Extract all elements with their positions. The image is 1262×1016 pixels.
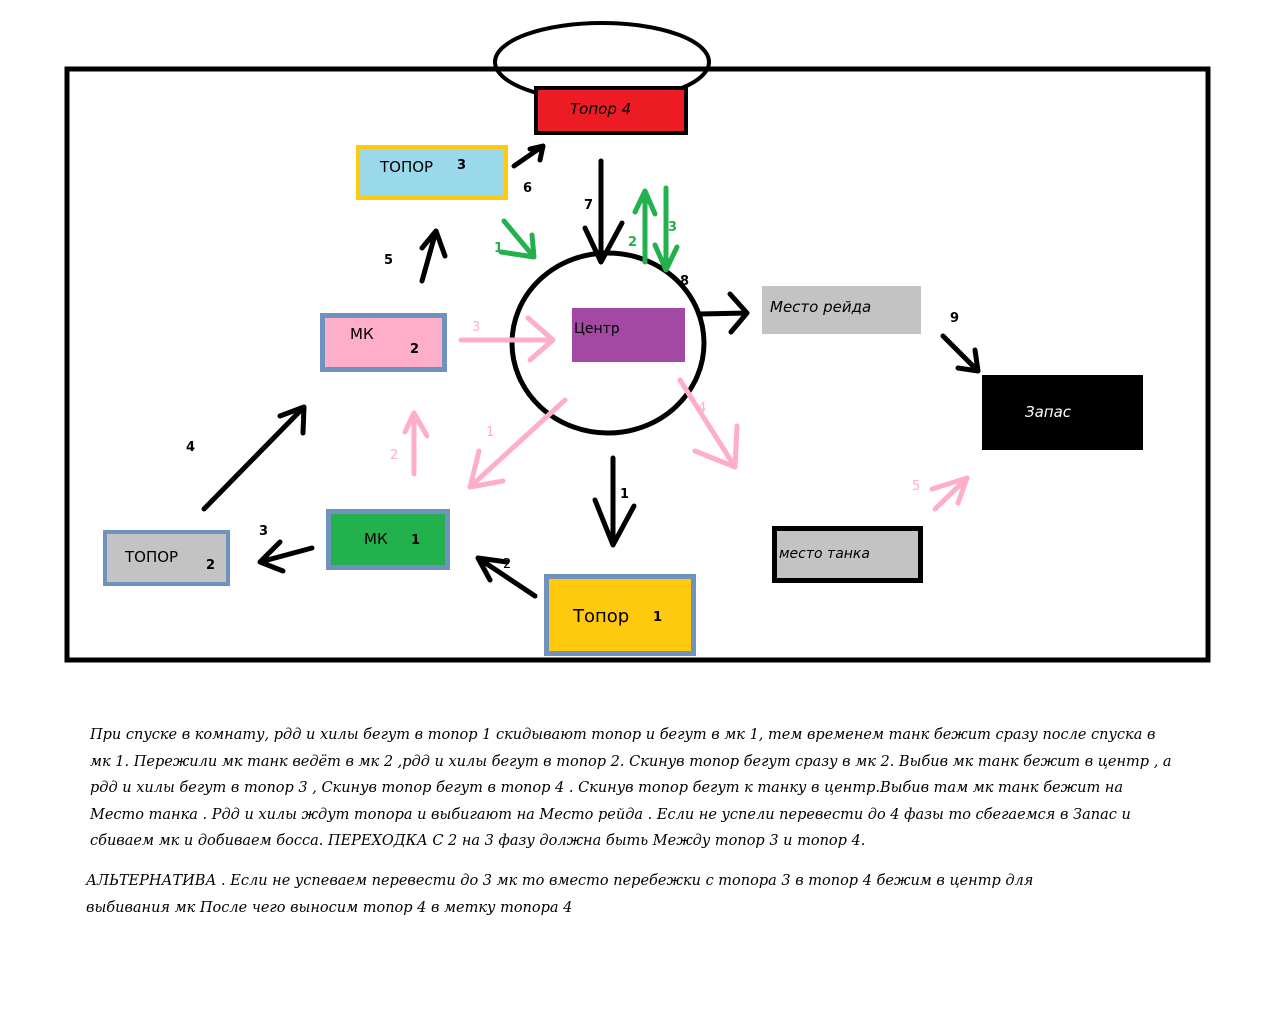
node-axe-3: ТОПОР 3 <box>356 145 508 200</box>
node-tank-spot: место танка <box>772 526 923 583</box>
node-center: Центр <box>572 308 685 362</box>
arrow-green-2 <box>632 188 658 265</box>
arrow-black-7 <box>582 158 625 265</box>
arrow-pink-5 <box>929 475 970 512</box>
arrow-label-black-1: 1 <box>620 487 630 502</box>
alternative-line: выбивания мк После чего выносим топор 4 … <box>86 900 573 916</box>
node-reserve-label: Запас <box>1025 403 1072 421</box>
arrow-pink-4 <box>677 377 740 470</box>
raid-diagram: Топор 4 ТОПОР 3 МК 2 Центр Место рейда З… <box>64 21 1211 663</box>
node-mk-1-label: МК <box>364 530 388 548</box>
arrow-label-black-8: 8 <box>680 274 690 289</box>
arrow-black-5 <box>419 228 448 284</box>
arrow-label-green-2: 2 <box>628 235 638 250</box>
alternative-line: АЛЬТЕРНАТИВА . Если не успеваем перевест… <box>86 873 1034 889</box>
alternative-notes: АЛЬТЕРНАТИВА . Если не успеваем перевест… <box>86 868 1086 922</box>
arrow-label-pink-5: 5 <box>912 479 921 494</box>
arrow-label-black-9: 9 <box>950 311 960 326</box>
node-mk-2-number: 2 <box>410 342 420 357</box>
arrow-black-9 <box>940 333 981 374</box>
node-axe-1-label: Топор <box>573 606 630 627</box>
notes-line: сбиваем мк и добиваем босса. ПЕРЕХОДКА С… <box>90 833 866 849</box>
arrow-green-1 <box>498 218 537 260</box>
room-border <box>64 66 1211 663</box>
arrow-label-pink-3: 3 <box>472 320 481 335</box>
arrow-black-6 <box>511 143 546 169</box>
arrow-black-4 <box>201 404 307 512</box>
arrow-green-3 <box>652 185 680 273</box>
arrow-black-1 <box>592 455 637 548</box>
notes-line: Место танка . Рдд и хилы ждут топора и в… <box>90 806 1131 823</box>
arrow-label-black-4: 4 <box>186 440 196 455</box>
node-reserve: Запас <box>982 375 1143 450</box>
node-raid-spot-label: Место рейда <box>770 298 872 316</box>
arrow-label-black-5: 5 <box>384 253 394 268</box>
arrow-label-black-2: 2 <box>503 557 512 572</box>
node-center-label: Центр <box>574 321 620 337</box>
notes-line: рдд и хилы бегут в топор 3 , Скинув топо… <box>90 780 1124 796</box>
node-mk-2: МК 2 <box>320 313 447 372</box>
arrow-label-black-7: 7 <box>584 198 594 213</box>
notes-line: мк 1. Пережили мк танк ведёт в мк 2 ,рдд… <box>90 753 1172 770</box>
arrow-label-pink-1: 1 <box>486 425 495 440</box>
node-axe-2-number: 2 <box>206 558 216 573</box>
node-tank-spot-label: место танка <box>779 546 870 562</box>
node-axe-1: Топор 1 <box>544 574 696 656</box>
arrow-pink-2 <box>402 410 430 477</box>
node-mk-1: МК 1 <box>326 509 450 570</box>
arrow-label-black-3: 3 <box>259 524 269 539</box>
arrow-black-8 <box>697 291 750 335</box>
arrow-label-green-3: 3 <box>668 220 678 235</box>
node-axe-3-label: ТОПОР <box>380 158 434 176</box>
arrow-black-3 <box>257 539 315 574</box>
node-axe-3-number: 3 <box>457 158 467 173</box>
arrow-label-green-1: 1 <box>494 241 504 256</box>
arrow-label-pink-2: 2 <box>390 448 399 463</box>
node-raid-spot: Место рейда <box>762 286 921 334</box>
arrow-label-black-6: 6 <box>523 181 533 196</box>
arrow-pink-3 <box>458 315 556 363</box>
node-mk-1-number: 1 <box>411 533 421 548</box>
node-axe-1-number: 1 <box>653 610 663 625</box>
arrow-black-2 <box>475 555 538 599</box>
node-mk-2-label: МК <box>350 325 374 343</box>
arrow-pink-1 <box>467 397 568 490</box>
diagram-canvas <box>64 21 1211 663</box>
notes-line: При спуске в комнату, рдд и хилы бегут в… <box>90 727 1156 743</box>
arrow-label-pink-4: 4 <box>698 401 707 416</box>
node-axe-4: Топор 4 <box>534 86 688 135</box>
node-axe-4-label: Топор 4 <box>570 100 632 118</box>
strategy-notes: При спуске в комнату, рдд и хилы бегут в… <box>90 722 1230 855</box>
node-axe-2-label: ТОПОР <box>125 548 179 566</box>
node-axe-2: ТОПОР 2 <box>103 530 230 586</box>
